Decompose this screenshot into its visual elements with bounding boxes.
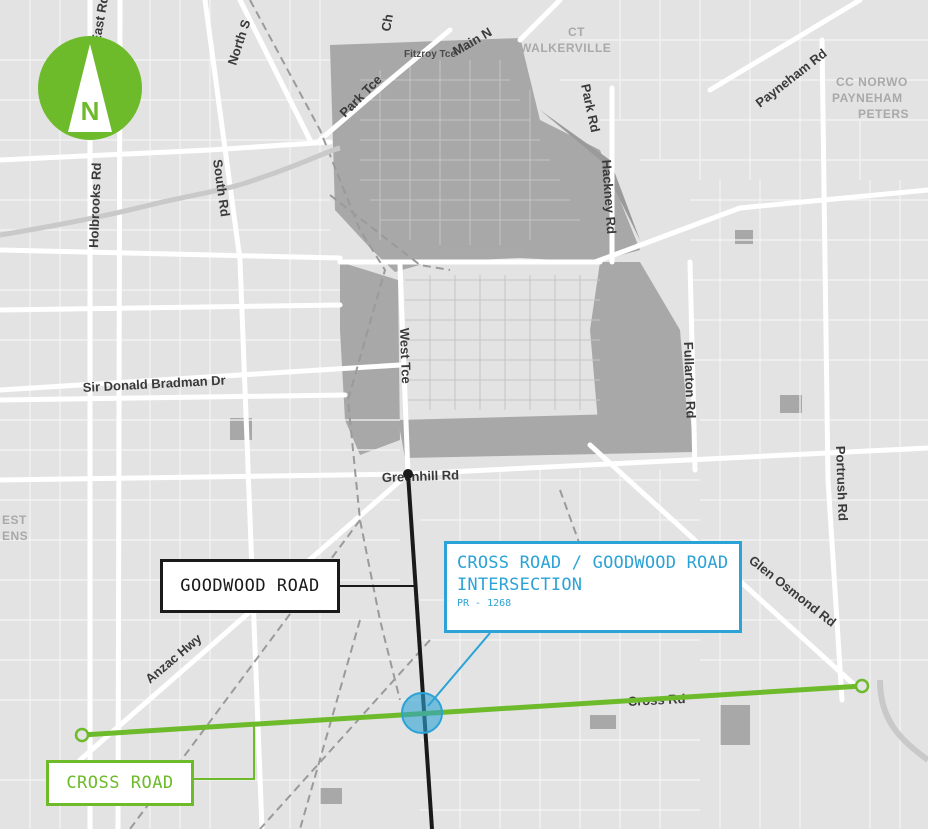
- label-holbrooks: Holbrooks Rd: [86, 162, 104, 248]
- intersection-marker: [401, 692, 443, 734]
- label-portrush: Portrush Rd: [833, 446, 851, 522]
- label-west-tce: West Tce: [397, 328, 414, 384]
- label-fitzroy: Fitzroy Tce: [404, 49, 456, 60]
- intersection-leader: [427, 632, 491, 707]
- council-adelaide: CC ADELAIDE: [440, 245, 527, 259]
- label-ch: Ch: [378, 13, 396, 33]
- label-fullarton: Fullarton Rd: [681, 342, 699, 419]
- cross-road-east-node: [854, 678, 870, 694]
- cbd-grid: [360, 60, 600, 410]
- council-ens: ENS: [2, 529, 28, 543]
- leader-lines: [194, 585, 491, 780]
- council-norwood: CC NORWO: [836, 75, 908, 89]
- council-west: EST: [2, 513, 27, 527]
- river-torrens: [0, 145, 341, 238]
- council-payneham: PAYNEHAM: [832, 91, 903, 105]
- north-arrow-badge: N: [38, 36, 142, 140]
- cross-road-callout: CROSS ROAD: [46, 760, 194, 806]
- label-bradman: Sir Donald Bradman Dr: [82, 373, 226, 395]
- routes: [74, 469, 870, 829]
- cross-road-leader: [194, 726, 255, 780]
- compass-icon: N: [68, 44, 112, 132]
- north-letter: N: [81, 96, 100, 126]
- council-ct: CT: [568, 25, 585, 39]
- intersection-title-line1: CROSS ROAD / GOODWOOD ROAD: [457, 553, 729, 573]
- cross-road-line: [81, 683, 863, 738]
- council-peters: PETERS: [858, 107, 909, 121]
- label-hackney: Hackney Rd: [599, 159, 619, 234]
- intersection-title-line2: INTERSECTION: [457, 575, 583, 595]
- intersection-ref: PR - 1268: [457, 598, 512, 609]
- cross-road-label: CROSS ROAD: [66, 773, 174, 793]
- cross-road-west-node: [74, 727, 90, 743]
- label-greenhill: Greenhill Rd: [382, 467, 460, 485]
- goodwood-road-callout: GOODWOOD ROAD: [160, 559, 340, 613]
- council-labels: CT WALKERVILLE CC NORWO PAYNEHAM PETERS …: [2, 25, 909, 543]
- goodwood-start-node: [403, 469, 413, 479]
- goodwood-road-line: [406, 473, 434, 829]
- goodwood-road-label: GOODWOOD ROAD: [180, 576, 320, 596]
- council-walkerville: WALKERVILLE: [520, 41, 611, 55]
- parklands: [230, 38, 802, 804]
- creek: [877, 679, 928, 763]
- intersection-callout: CROSS ROAD / GOODWOOD ROAD INTERSECTION …: [444, 541, 742, 633]
